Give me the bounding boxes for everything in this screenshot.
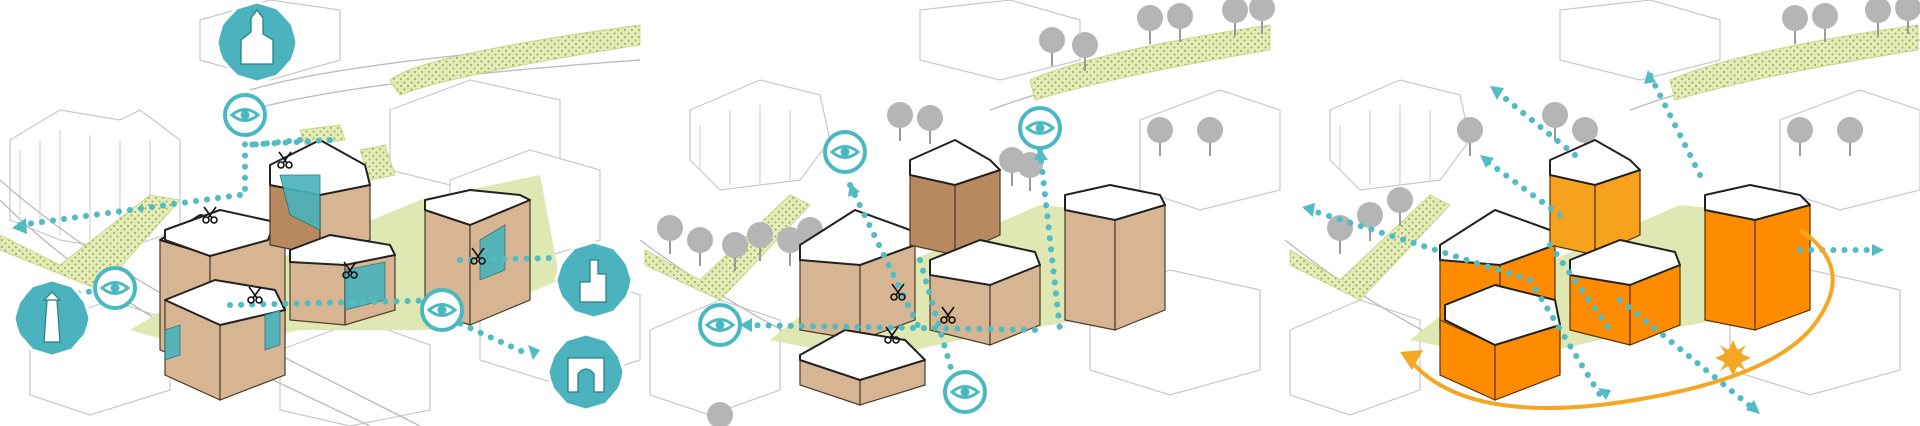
park-strip: [644, 194, 811, 301]
sun-icon: [1715, 340, 1751, 376]
massing-block-5: [1704, 184, 1811, 331]
arrow-icon: [1302, 203, 1315, 217]
sun-path: [1400, 228, 1835, 410]
eye-icon: [823, 130, 867, 174]
park-strip: [0, 194, 181, 291]
massing-block-1: [799, 209, 916, 341]
arrow-icon: [1480, 155, 1494, 168]
eye-icon: [93, 266, 137, 310]
arrow-icon: [528, 345, 540, 360]
eye-icon: [1018, 106, 1062, 150]
eye-icon: [223, 93, 267, 137]
arrow-icon: [1400, 350, 1423, 370]
arrow-icon: [12, 218, 27, 234]
park-patch: [299, 124, 346, 146]
monument-landmark-icon: [554, 240, 634, 320]
park-strip: [1669, 24, 1919, 101]
panel-views-landmarks: [0, 0, 641, 426]
massing-block-4: [1569, 239, 1681, 346]
arrow-icon: [1746, 400, 1760, 414]
eye-icon: [420, 288, 464, 332]
panel-movement-sun: [1284, 0, 1920, 416]
arrow-icon: [1490, 86, 1504, 100]
arrow-icon: [848, 183, 860, 197]
arrow-icon: [740, 318, 752, 332]
park-strip: [1029, 24, 1271, 101]
massing-block-4: [1064, 184, 1166, 331]
park-strip: [389, 24, 641, 96]
movement-paths: [1302, 70, 1884, 414]
massing-block-5: [424, 189, 531, 326]
church-landmark-icon: [215, 0, 299, 84]
eye-icon: [943, 370, 987, 414]
arrow-icon: [1598, 388, 1611, 400]
gate-landmark-icon: [546, 332, 626, 412]
arrow-icon: [1034, 148, 1048, 160]
tower-landmark-icon: [12, 278, 92, 358]
park-strip: [1289, 194, 1451, 301]
arrow-icon: [1644, 70, 1656, 84]
arrow-icon: [1872, 244, 1884, 256]
massing-block-2: [164, 279, 286, 401]
massing-block-2: [909, 139, 1001, 256]
massing-block-2: [1439, 284, 1561, 401]
panel-view-axes: [639, 0, 1281, 426]
massing-block-4: [289, 234, 396, 326]
eye-icon: [698, 303, 742, 347]
massing-block-3: [1549, 139, 1641, 256]
